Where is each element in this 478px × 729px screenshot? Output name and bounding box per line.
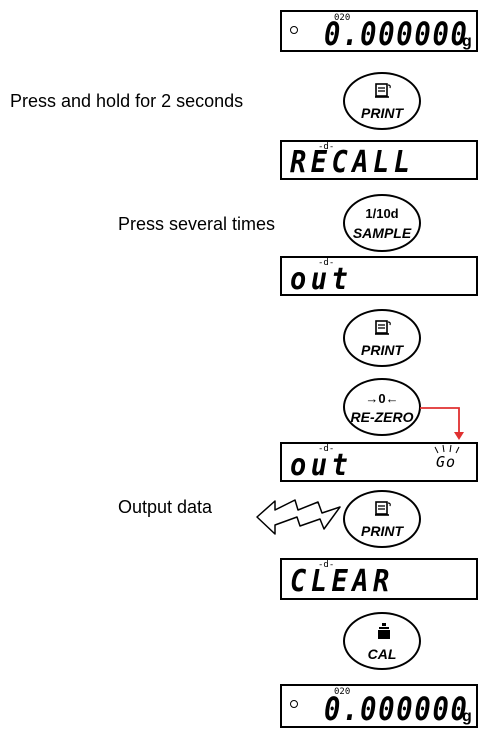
display-sub-label: 020 [334,687,351,697]
clear-display: -d- CLEAR [280,558,478,600]
rezero-button[interactable]: →0← RE-ZERO [343,378,421,436]
print-button-label: PRINT [361,523,403,539]
weight-reading: 0.000000 [324,690,469,728]
instruction-output: Output data [118,497,213,517]
red-arrow-icon [420,407,464,440]
rezero-button-top-label: →0← [365,391,399,406]
printer-icon [375,320,391,335]
blink-rays-icon [434,444,460,454]
recall-text: RECALL [290,145,415,180]
printer-icon [375,83,391,98]
go-indicator: Go [436,453,457,471]
display-sub-label: -d- [318,444,335,454]
output-arrow-icon [256,499,341,535]
display-sub-label: -d- [318,258,335,268]
display-sub-label: -d- [318,560,335,570]
unit-label: g [462,33,472,50]
out-display: -d- out [280,256,478,296]
print-button[interactable]: PRINT [343,309,421,367]
weight-display-top: 020 0.000000 g [280,10,478,52]
clear-text: CLEAR [290,564,394,599]
sample-button-label: SAMPLE [352,225,412,241]
unit-label: g [462,708,472,725]
sample-button-top-label: 1/10d [365,206,399,221]
out-display-go: -d- out Go [280,442,478,482]
print-button-label: PRINT [361,105,403,121]
print-button[interactable]: PRINT [343,72,421,130]
stable-indicator-icon [290,26,298,34]
cal-button[interactable]: CAL [343,612,421,670]
instruction-press-several: Press several times [118,214,276,234]
recall-display: -d- RECALL [280,140,478,180]
rezero-button-label: RE-ZERO [350,409,414,425]
display-sub-label: -d- [318,142,335,152]
out-text: out [290,448,353,483]
out-text: out [290,262,353,297]
calibration-weight-icon [378,623,390,639]
display-sub-label: 020 [334,13,351,23]
printer-icon [375,501,391,516]
print-button[interactable]: PRINT [343,490,421,548]
sample-button[interactable]: 1/10d SAMPLE [343,194,421,252]
weight-reading: 0.000000 [324,15,469,53]
stable-indicator-icon [290,700,298,708]
cal-button-label: CAL [367,646,397,662]
instruction-hold: Press and hold for 2 seconds [10,91,244,111]
weight-display-bottom: 020 0.000000 g [280,684,478,728]
print-button-label: PRINT [361,342,403,358]
